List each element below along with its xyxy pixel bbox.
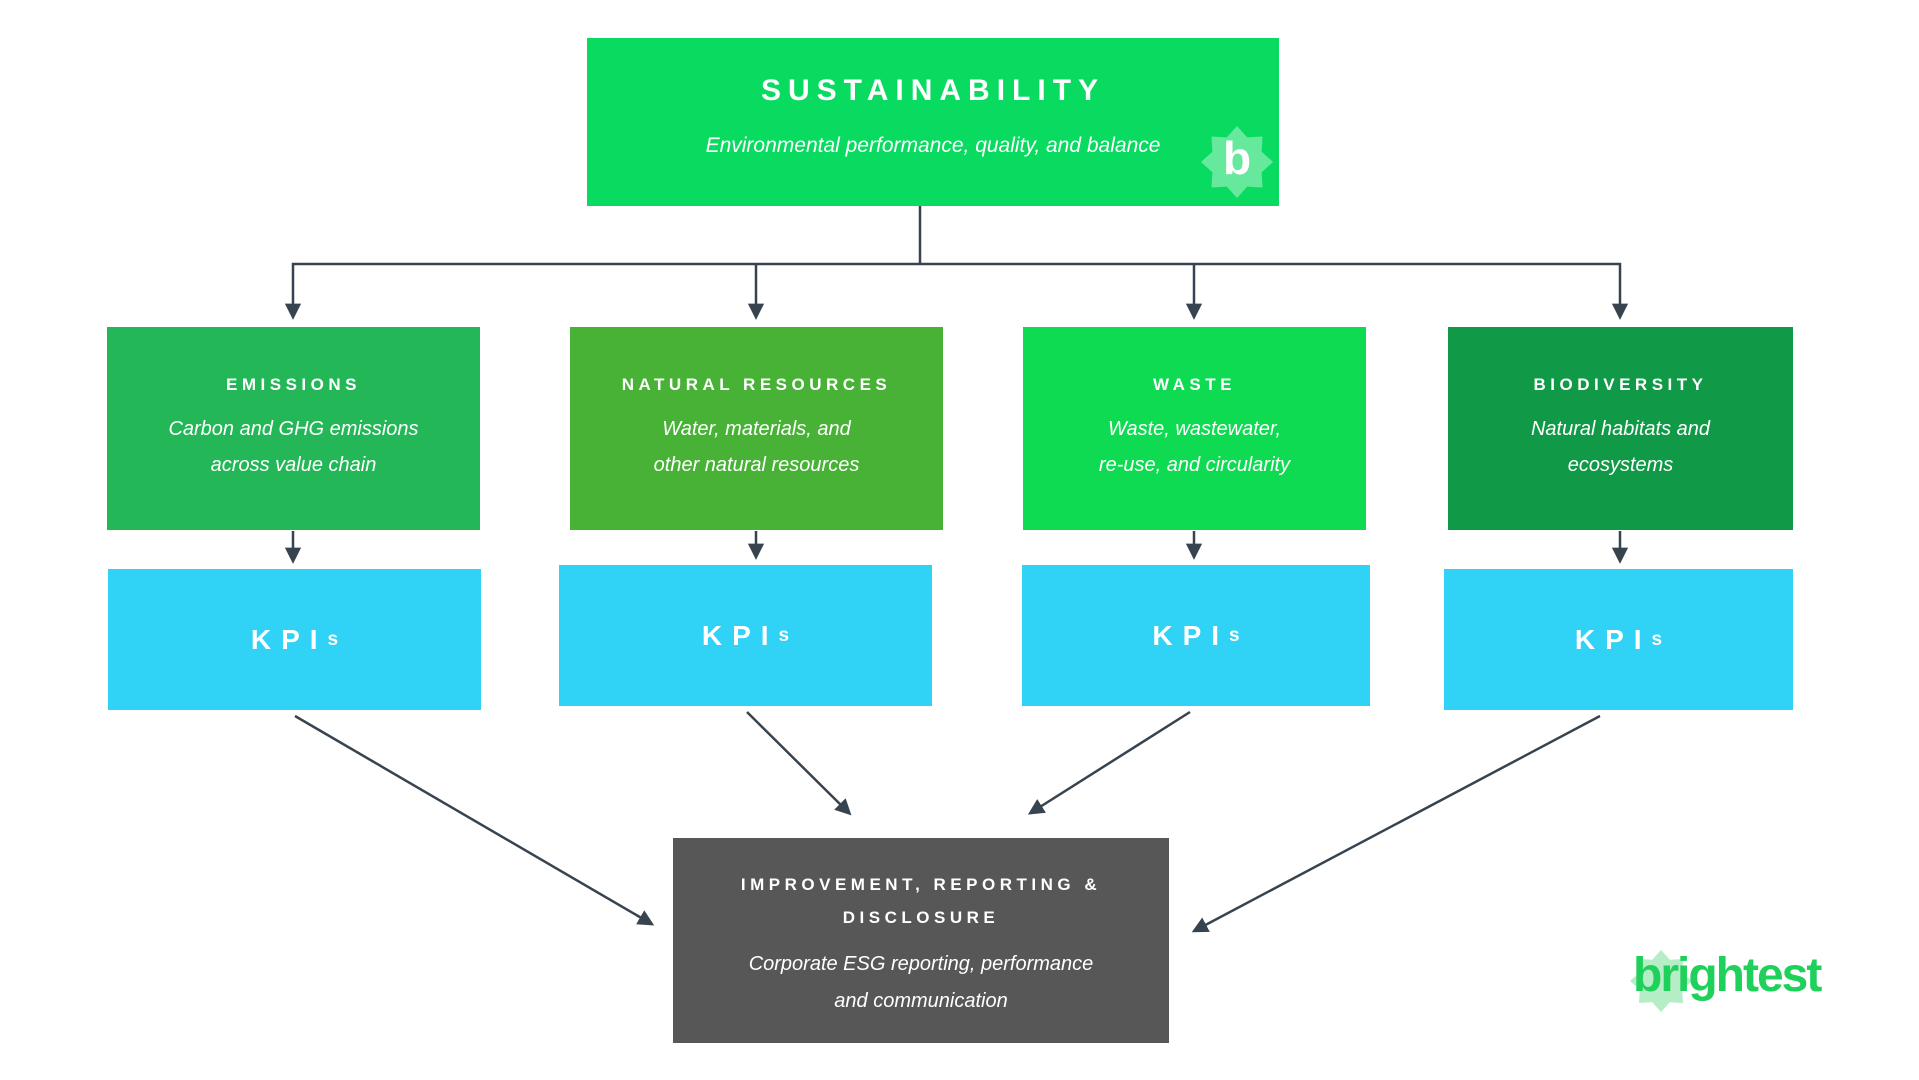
kpi-label: KPI — [701, 619, 779, 651]
brightest-badge-icon: b — [1201, 126, 1273, 198]
pillar-subtitle-line2: across value chain — [210, 454, 377, 476]
pillar-subtitle-line1: Carbon and GHG emissions — [168, 418, 419, 440]
brightest-logo-star-icon — [1630, 950, 1692, 1012]
sink-title-line1: IMPROVEMENT, REPORTING & — [740, 875, 1102, 894]
kpi-label: KPI — [1574, 623, 1652, 655]
sink-arrow-3 — [1027, 710, 1191, 815]
sink-title-line2: DISCLOSURE — [842, 908, 1000, 927]
brightest-logo: brightest — [1627, 942, 1867, 1022]
pillar-natural-resources: NATURAL RESOURCES Water, materials, and … — [570, 327, 943, 530]
sink-subtitle: Corporate ESG reporting, performance and… — [673, 946, 1169, 1020]
sustainability-subtitle: Environmental performance, quality, and … — [705, 134, 1161, 157]
kpi-suffix: s — [1229, 624, 1240, 646]
sink-subtitle-line1: Corporate ESG reporting, performance — [748, 953, 1094, 975]
brightest-logo-text: brightest — [1633, 949, 1822, 1002]
pillar-subtitle: Waste, wastewater, re-use, and circulari… — [1023, 411, 1366, 483]
pillar-subtitle-line1: Waste, wastewater, — [1107, 418, 1282, 440]
pillar-waste: WASTE Waste, wastewater, re-use, and cir… — [1023, 327, 1366, 530]
improvement-reporting-box: IMPROVEMENT, REPORTING & DISCLOSURE Corp… — [673, 838, 1169, 1043]
pillar-biodiversity: BIODIVERSITY Natural habitats and ecosys… — [1448, 327, 1793, 530]
badge-star-shape — [1201, 126, 1273, 198]
pillar-title: BIODIVERSITY — [1533, 375, 1708, 394]
sink-subtitle-line2: and communication — [834, 990, 1008, 1012]
kpi-suffix: s — [327, 628, 339, 650]
pillar-title: EMISSIONS — [226, 375, 361, 394]
sustainability-box: SUSTAINABILITY Environmental performance… — [587, 38, 1279, 206]
kpi-label: KPI — [1152, 619, 1230, 651]
kpi-label: KPI — [250, 623, 328, 655]
pillar-emissions: EMISSIONS Carbon and GHG emissions acros… — [107, 327, 480, 530]
sink-title: IMPROVEMENT, REPORTING & DISCLOSURE — [673, 838, 1169, 934]
pillar-subtitle: Natural habitats and ecosystems — [1448, 411, 1793, 483]
pillar-title: WASTE — [1153, 375, 1236, 394]
badge-star-icon — [1201, 126, 1273, 198]
pillar-title: NATURAL RESOURCES — [621, 375, 892, 394]
sink-arrow-4 — [1191, 714, 1601, 933]
pillar-subtitle-line2: re-use, and circularity — [1098, 454, 1291, 476]
pillar-subtitle: Water, materials, and other natural reso… — [570, 411, 943, 483]
sink-arrow-2 — [746, 711, 852, 816]
pillar-subtitle: Carbon and GHG emissions across value ch… — [107, 411, 480, 483]
pillar-subtitle-line1: Water, materials, and — [662, 418, 851, 440]
sustainability-title: SUSTAINABILITY — [760, 74, 1106, 107]
sink-arrow-1 — [294, 714, 655, 926]
pillar-subtitle-line1: Natural habitats and — [1530, 418, 1710, 440]
kpi-suffix: s — [778, 624, 790, 646]
badge-letter-b: b — [1222, 132, 1252, 184]
brightest-star-shape — [1630, 950, 1692, 1012]
kpi-suffix: s — [1651, 628, 1663, 650]
pillar-subtitle-line2: other natural resources — [653, 454, 860, 476]
pillar-subtitle-line2: ecosystems — [1567, 454, 1674, 476]
